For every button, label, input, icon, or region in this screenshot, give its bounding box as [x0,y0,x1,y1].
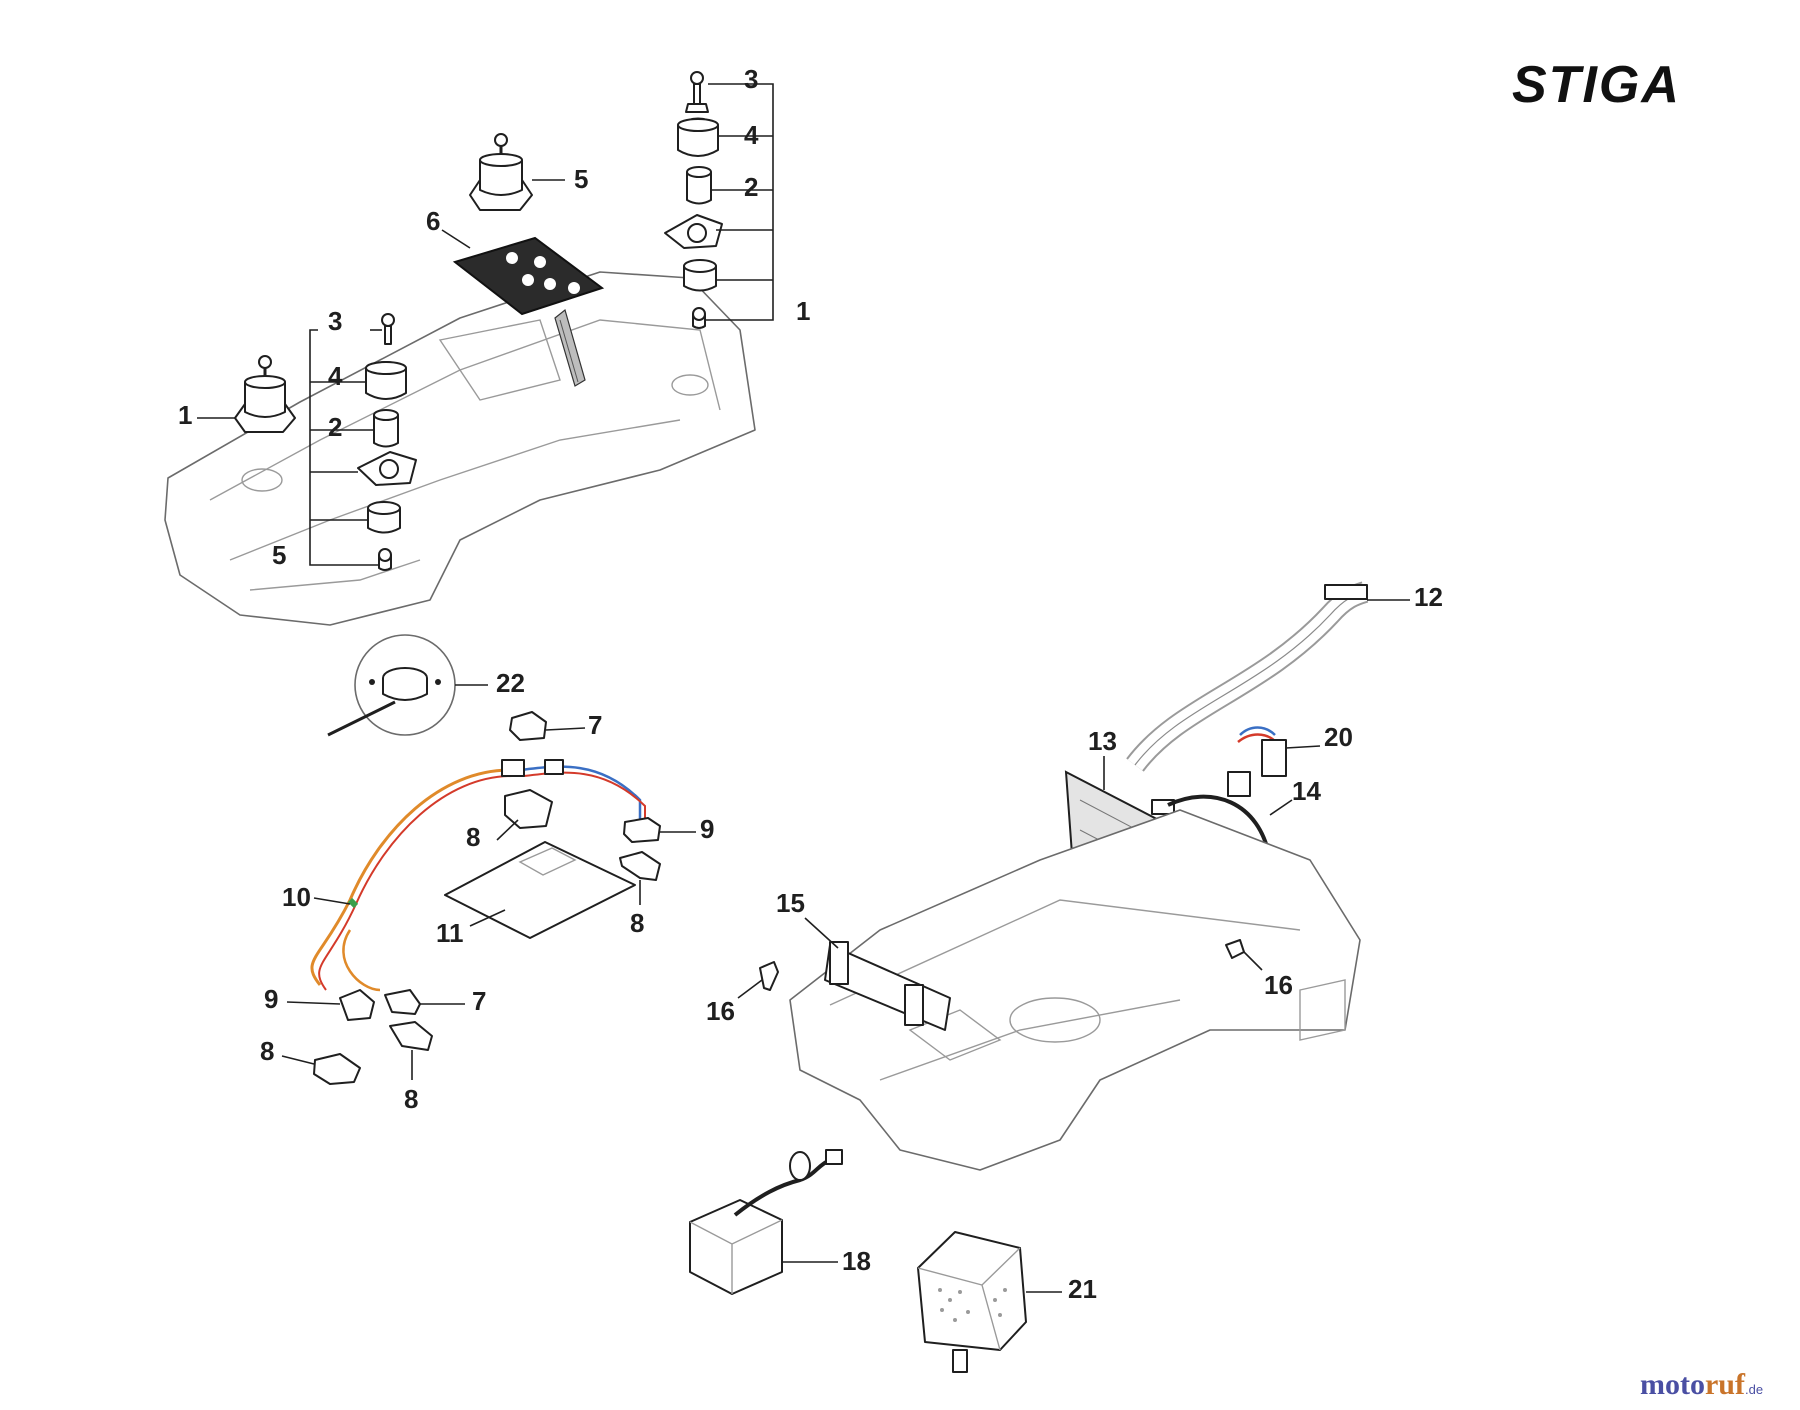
callout-11: 11 [436,918,464,948]
bumper-top-center [469,133,533,211]
callout-8-b: 8 [630,908,644,938]
callout-16-right: 16 [1264,970,1293,1000]
boundary-sensor-disc [327,634,456,737]
callout-13: 13 [1088,726,1117,756]
callout-14: 14 [1292,776,1321,806]
callout-8-a: 8 [466,822,480,852]
callout-3-top: 3 [744,64,758,94]
callout-5-top-center: 5 [574,164,588,194]
callout-labels: 3 4 2 1 5 6 3 4 2 5 1 22 7 8 9 8 10 11 9… [178,64,1443,1304]
bumper-left [234,355,296,433]
wiring-harness [310,759,646,992]
callout-4-left: 4 [328,361,343,391]
callout-1-top: 1 [796,296,810,326]
charging-connector [1227,726,1287,797]
ribbon-cable [1126,581,1369,772]
callout-7-top: 7 [588,710,602,740]
callout-6: 6 [426,206,440,236]
callout-16-left: 16 [706,996,735,1026]
callout-7-bottom: 7 [472,986,486,1016]
callout-8-d: 8 [404,1084,418,1114]
sensor-bracket [824,941,951,1031]
callout-5-left: 5 [272,540,286,570]
battery-holder [689,1149,843,1295]
lower-chassis [789,809,1361,1171]
callout-2-top: 2 [744,172,758,202]
leader-lines [197,83,1410,1293]
screw-left [759,961,779,991]
callout-10: 10 [282,882,311,912]
callout-18: 18 [842,1246,871,1276]
keypad-membrane [452,236,605,387]
watermark-part2: ruf [1705,1368,1746,1401]
svg-text:motoruf.de: motoruf.de [1640,1368,1763,1401]
upper-body-shell [164,271,756,626]
bumper-assembly-center [357,313,417,571]
switch-parts [313,711,661,1085]
stiga-logo-text: STIGA [1512,56,1681,114]
callout-9-left: 9 [264,984,278,1014]
callout-1-left: 1 [178,400,192,430]
stiga-logo: STIGA [1512,56,1681,114]
callout-4-top: 4 [744,120,759,150]
callout-8-c: 8 [260,1036,274,1066]
watermark-suffix: .de [1745,1382,1763,1397]
mounting-plate [444,841,636,939]
callout-15: 15 [776,888,805,918]
watermark: motoruf.de [1640,1368,1763,1401]
callout-20: 20 [1324,722,1353,752]
callout-21: 21 [1068,1274,1097,1304]
callout-9-right: 9 [700,814,714,844]
callout-3-left: 3 [328,306,342,336]
battery-pack [917,1231,1027,1373]
watermark-part1: moto [1640,1368,1705,1401]
callout-22: 22 [496,668,525,698]
callout-2-left: 2 [328,412,342,442]
callout-12: 12 [1414,582,1443,612]
bumper-assembly-top-right [664,71,723,329]
